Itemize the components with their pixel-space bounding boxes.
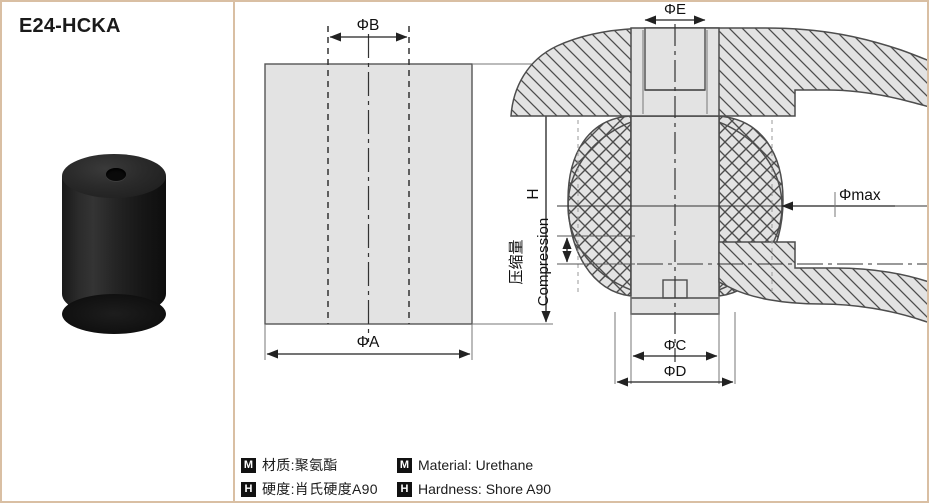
legend-column-chinese: M 材质:聚氨酯 H 硬度:肖氏硬度A90 [241, 454, 378, 501]
lower-bracket [718, 241, 927, 323]
dimension-phi-b: ΦB [329, 17, 408, 42]
hardness-badge-icon: H [241, 481, 256, 497]
legend-row-hardness-cn: H 硬度:肖氏硬度A90 [241, 478, 378, 500]
dimension-phi-e: ΦE [644, 2, 706, 25]
legend-row-material-en: M Material: Urethane [397, 454, 551, 476]
technical-drawing-area: ΦB H ΦA [235, 2, 927, 442]
dimension-phi-c: ΦC [632, 337, 718, 361]
dimension-label-phi-max: Φmax [839, 187, 881, 204]
dimension-phi-d: ΦD [616, 363, 734, 387]
dimension-label-phi-b: ΦB [357, 17, 380, 34]
bumper-center-hole [106, 168, 126, 181]
product-panel: E24-HCKA [2, 2, 233, 501]
dimension-phi-max: Φmax [781, 187, 895, 217]
compression-label-en: Compression [535, 218, 552, 306]
legend-hardness-en: Hardness: Shore A90 [418, 481, 552, 497]
legend: M 材质:聚氨酯 H 硬度:肖氏硬度A90 M Material: Uretha… [241, 454, 927, 501]
page-title: E24-HCKA [19, 15, 121, 37]
panel-divider [233, 2, 235, 501]
legend-material-en: Material: Urethane [418, 457, 534, 473]
dimension-phi-a: ΦA [264, 324, 473, 360]
footer-divider [235, 442, 927, 443]
legend-hardness-cn: 硬度:肖氏硬度A90 [262, 481, 378, 497]
compression-label-cn: 压缩量 [508, 239, 525, 284]
legend-row-hardness-en: H Hardness: Shore A90 [397, 478, 551, 500]
material-badge-icon: M [241, 457, 256, 473]
section-view: ΦB H ΦA [264, 17, 553, 360]
dimension-label-phi-a: ΦA [357, 334, 380, 351]
hardness-badge-icon-en: H [397, 481, 412, 497]
bumper-body [62, 176, 166, 316]
legend-row-material-cn: M 材质:聚氨酯 [241, 454, 378, 476]
legend-material-cn: 材质:聚氨酯 [262, 457, 338, 473]
dimension-label-phi-d: ΦD [664, 363, 687, 380]
assembly-view: ΦE Φmax Compression 压缩量 [508, 2, 927, 387]
bumper-bottom-face [62, 294, 166, 334]
dimension-compression: Compression 压缩量 [508, 218, 635, 306]
product-image-bumper [62, 154, 166, 334]
legend-column-english: M Material: Urethane H Hardness: Shore A… [397, 454, 551, 501]
dimension-label-h: H [525, 188, 542, 199]
dimension-label-phi-c: ΦC [664, 337, 687, 354]
dimension-label-phi-e: ΦE [664, 2, 686, 18]
upper-bracket [510, 27, 927, 117]
material-badge-icon-en: M [397, 457, 412, 473]
